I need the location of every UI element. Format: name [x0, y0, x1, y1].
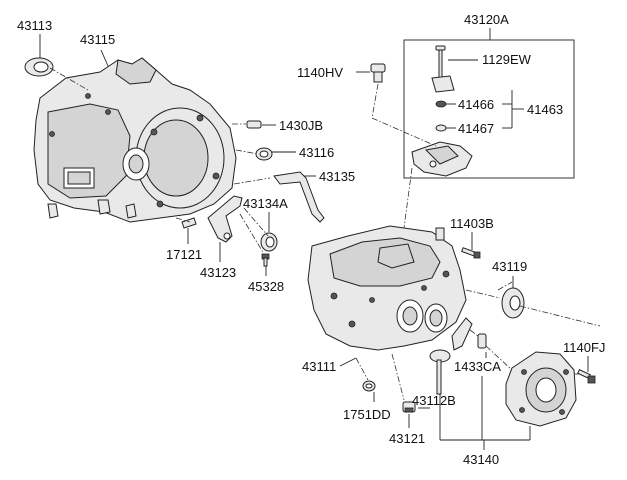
label-43123: 43123	[200, 265, 236, 280]
transaxle-case-drawing	[307, 225, 467, 351]
bracket-43123-drawing	[207, 195, 243, 243]
label-41466: 41466	[458, 97, 494, 112]
label-11403B: 11403B	[450, 216, 494, 231]
pin-1433CA-drawing	[477, 333, 487, 349]
label-41467: 41467	[458, 121, 494, 136]
label-1140FJ: 1140FJ	[563, 340, 605, 355]
washer-17121-drawing	[181, 217, 197, 229]
label-43120A: 43120A	[464, 12, 509, 27]
bracket-assembly-43120A-drawing	[411, 45, 473, 177]
cover-43140-drawing	[505, 351, 577, 427]
label-45328: 45328	[248, 279, 284, 294]
label-43119: 43119	[492, 259, 527, 274]
clutch-housing-drawing	[33, 57, 237, 223]
bolt-1140FJ-drawing	[577, 368, 596, 384]
seal-43119-drawing	[501, 287, 525, 319]
label-43116: 43116	[299, 145, 334, 160]
seal-43113-drawing	[24, 57, 54, 77]
bracket-43135-drawing	[273, 171, 325, 223]
washer-1751DD-drawing	[362, 380, 376, 392]
pin-1430JB-drawing	[246, 120, 262, 129]
label-1433CA: 1433CA	[454, 359, 501, 374]
bolt-11403B-drawing	[461, 247, 481, 259]
label-43134A: 43134A	[243, 196, 288, 211]
label-1140HV: 1140HV	[297, 65, 343, 80]
label-43111: 43111	[302, 359, 336, 374]
part-labels: 43113 43115 43120A 1129EW 1140HV 41466 4…	[17, 12, 605, 467]
seal-43134A-drawing	[260, 232, 278, 252]
label-43115: 43115	[80, 32, 115, 47]
ring-43116-drawing	[255, 147, 273, 161]
label-1129EW: 1129EW	[482, 52, 532, 67]
bolt-45328-drawing	[261, 253, 270, 267]
assembly-lines	[49, 67, 601, 401]
label-41463: 41463	[527, 102, 563, 117]
plug-1140HV-drawing	[370, 63, 386, 83]
label-17121: 17121	[166, 247, 202, 262]
label-1751DD: 1751DD	[343, 407, 391, 422]
label-1430JB: 1430JB	[279, 118, 323, 133]
leader-lines	[39, 28, 589, 450]
label-43112B: 43112B	[412, 393, 456, 408]
label-43121: 43121	[389, 431, 425, 446]
label-43135: 43135	[319, 169, 355, 184]
label-43140: 43140	[463, 452, 499, 467]
shift-part-43112B-drawing	[429, 317, 473, 395]
plug-43121-drawing	[402, 401, 416, 413]
label-43113: 43113	[17, 18, 52, 33]
